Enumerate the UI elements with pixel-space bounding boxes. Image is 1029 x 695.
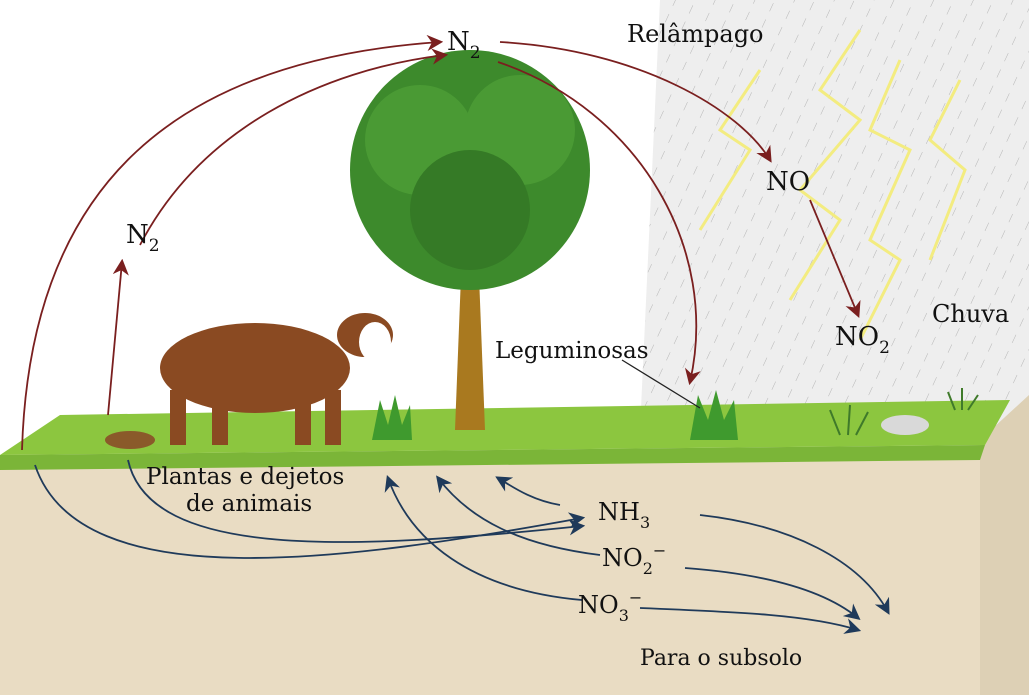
rock [881,415,929,435]
grass-surface [0,400,1010,455]
label-relampago: Relâmpago [627,20,764,48]
label-no2: NO2 [835,322,890,358]
rain-streaks [640,0,1029,440]
lightning-bolts [698,29,967,341]
label-n2-top: N2 [447,27,481,63]
grass-edge [0,445,985,470]
label-n2-left: N2 [126,220,160,256]
tree [350,50,590,430]
label-chuva: Chuva [932,300,1009,328]
soil-block [0,425,1029,695]
label-subsolo: Para o subsolo [640,646,802,671]
label-plantas-line2: de animais [186,491,312,517]
label-no3-ion: NO3− [578,588,642,625]
cow [160,313,393,445]
soil-side [980,395,1029,695]
bush-left [372,395,412,440]
animal-dung [105,431,155,449]
atmosphere-arrows [21,34,861,451]
label-no2-ion: NO2− [602,541,666,578]
label-no: NO [766,167,810,197]
leguminosas-pointer [621,359,701,409]
label-leguminosas: Leguminosas [495,338,649,364]
label-plantas-line1: Plantas e dejetos [146,464,344,490]
bush-legume [690,390,738,440]
grass-tuft-right [829,388,979,436]
soil-arrows [34,459,890,634]
label-nh3: NH3 [598,498,650,532]
